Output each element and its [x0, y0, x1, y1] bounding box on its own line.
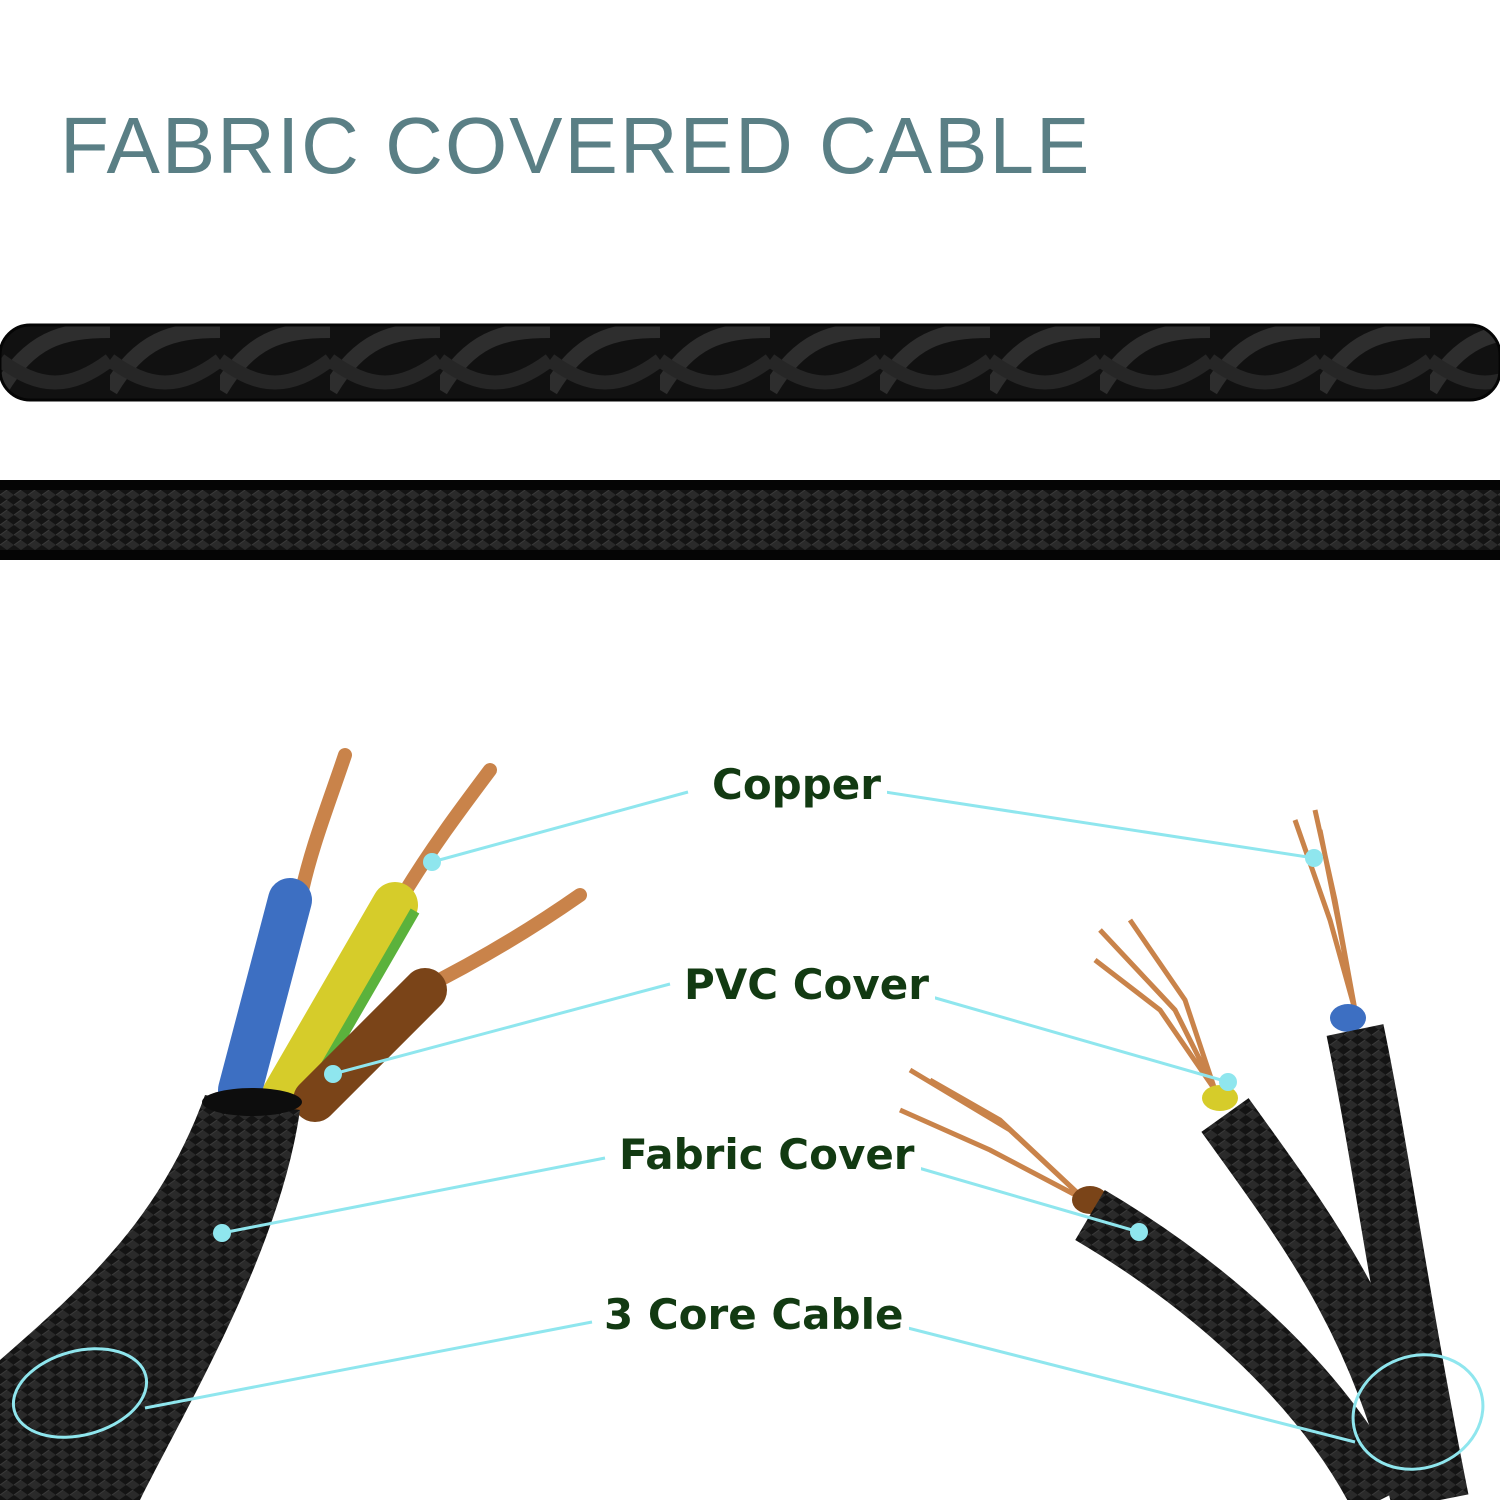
twisted-cable	[0, 323, 1500, 402]
page-title: FABRIC COVERED CABLE	[60, 101, 1092, 190]
label-pvc-cover: PVC Cover	[678, 960, 935, 1009]
three-core-cable-right	[898, 809, 1469, 1500]
label-three-core-cable: 3 Core Cable	[598, 1290, 910, 1339]
callout-dots	[213, 849, 1323, 1242]
straight-cable	[0, 480, 1500, 560]
label-copper: Copper	[706, 760, 888, 809]
label-fabric-cover: Fabric Cover	[613, 1130, 921, 1179]
three-core-cable-left	[0, 748, 587, 1500]
callout-lines	[11, 790, 1485, 1471]
